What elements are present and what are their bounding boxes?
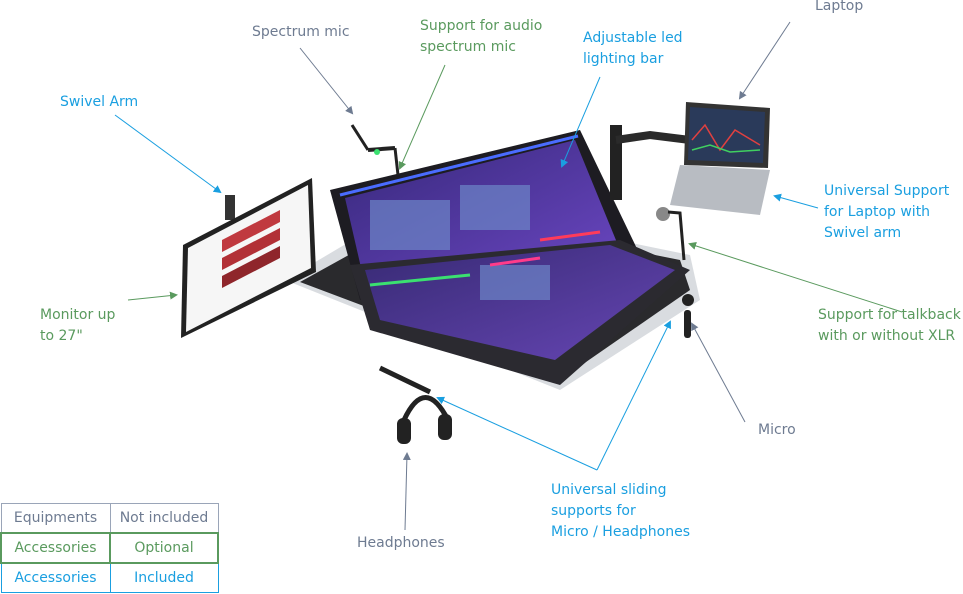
legend-table: Equipments Not included Accessories Opti… [0, 503, 219, 593]
mixing-console [330, 130, 690, 385]
talkback-mic [656, 207, 694, 338]
label-support-audio: Support for audio spectrum mic [420, 16, 542, 58]
legend-row-not-included: Equipments Not included [0, 503, 219, 534]
label-line: with or without XLR [818, 328, 956, 344]
label-led-bar: Adjustable led lighting bar [583, 28, 683, 70]
label-line: to 27" [40, 328, 83, 344]
headphones [378, 365, 452, 444]
label-line: Monitor up [40, 307, 116, 323]
label-line: Support for talkback [818, 307, 961, 323]
spectrum-mic [350, 124, 400, 176]
legend-row-included: Accessories Included [0, 562, 219, 593]
label-talkback: Support for talkback with or without XLR [818, 305, 961, 347]
legend-row-optional: Accessories Optional [0, 532, 219, 564]
legend-status: Optional [109, 532, 219, 564]
label-swivel-arm: Swivel Arm [60, 94, 139, 110]
label-laptop-support: Universal Support for Laptop with Swivel… [824, 181, 949, 244]
monitor [181, 178, 316, 338]
legend-category: Equipments [0, 503, 111, 534]
label-line: lighting bar [583, 51, 664, 67]
legend-category: Accessories [0, 532, 111, 564]
label-line: for Laptop with [824, 204, 931, 220]
label-micro: Micro [758, 422, 796, 438]
label-line: supports for [551, 503, 636, 519]
label-headphones: Headphones [357, 535, 445, 551]
laptop [610, 102, 770, 215]
legend-status: Included [109, 562, 219, 593]
label-spectrum-mic: Spectrum mic [252, 24, 350, 40]
label-sliding-supports: Universal sliding supports for Micro / H… [551, 480, 690, 543]
label-laptop: Laptop [815, 0, 864, 14]
label-line: Micro / Headphones [551, 524, 691, 540]
legend-category: Accessories [0, 562, 111, 593]
label-monitor: Monitor up to 27" [40, 305, 115, 347]
label-line: Support for audio [420, 18, 543, 34]
label-line: Swivel arm [824, 225, 902, 241]
label-line: Universal Support [824, 183, 950, 199]
label-line: Adjustable led [583, 30, 683, 46]
label-line: spectrum mic [420, 39, 516, 55]
callout-arrows [114, 21, 903, 531]
legend-status: Not included [109, 503, 219, 534]
label-line: Universal sliding [551, 482, 667, 498]
